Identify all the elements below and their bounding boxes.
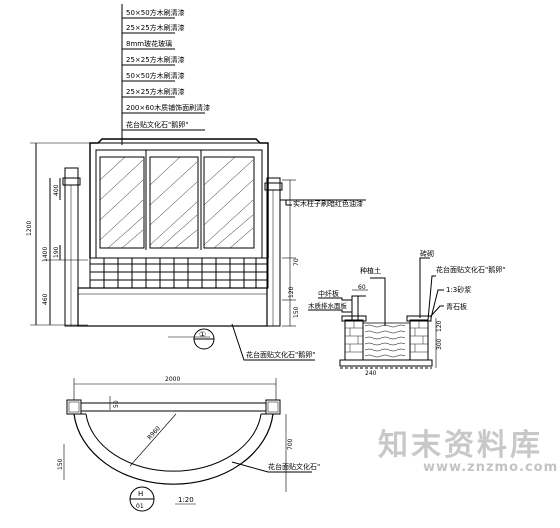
dim-60: 60 [358,284,366,291]
plan-width: 2000 [165,376,180,383]
plan-50: 50 [113,400,120,408]
plan-label: 花台面贴文化石" [268,462,320,471]
post-label: 实木柱子刷暗红色油漆 [293,199,363,208]
front-elevation: 1200 1400 460 190 400 [26,138,366,361]
callout-6: 25×25方木刷清漆 [126,87,185,96]
label-tray: 木质排水面板 [308,301,348,310]
dim-300: 300 [436,338,443,350]
dim-120: 120 [288,286,295,298]
dim-460: 460 [42,293,49,305]
label-plant: 种植土 [360,266,381,275]
watermark-url: www.znzmo.com [423,460,559,475]
callout-1: 50×50方木刷清漆 [126,8,185,17]
callout-7: 200×60木质铺饰面刷清漆 [126,103,210,112]
label-sand: 1:3砂浆 [446,285,471,294]
plan-150: 150 [57,458,64,470]
callout-5: 50×50方木刷清漆 [126,71,185,80]
dim-240: 240 [365,370,377,377]
callout-3: 8mm玻花玻璃 [126,39,172,48]
callout-4: 25×25方木刷清漆 [126,55,185,64]
dim-190: 190 [53,246,60,258]
plan-700: 700 [287,438,294,450]
label-rail: 中纤板 [318,289,339,298]
plan-view: 2000 R960 50 150 700 花台面贴文化石" H 01 1:20 [57,376,320,512]
dim-150: 150 [293,306,300,318]
label-cap: 青石板 [446,302,467,311]
plan-scale: 1:20 [178,496,194,504]
planter-section: 60 120 300 240 中纤板 木质排水面板 种植土 砖砌 花台面贴文化石… [308,249,505,377]
dim-1200: 1200 [26,221,33,236]
section-mark: ① [199,330,206,339]
callout-stack: 50×50方木刷清漆 25×25方木刷清漆 8mm玻花玻璃 25×25方木刷清漆… [121,4,210,145]
dim-1400: 1400 [42,247,49,262]
index-bottom: 01 [136,503,144,510]
dim-400: 400 [53,184,60,196]
dim-120s: 120 [436,320,443,332]
label-stone: 花台面贴文化石"鹅卵" [436,265,505,274]
callout-8: 花台贴文化石"鹅卵" [126,120,188,129]
label-brick: 砖砌 [420,249,434,258]
callout-2: 25×25方木刷清漆 [126,23,185,32]
base-label: 花台面贴文化石"鹅卵" [246,350,315,359]
watermark-logo-text: 知末资料库 [378,428,543,463]
dim-70: 70 [293,258,300,266]
index-top: H [138,490,143,498]
